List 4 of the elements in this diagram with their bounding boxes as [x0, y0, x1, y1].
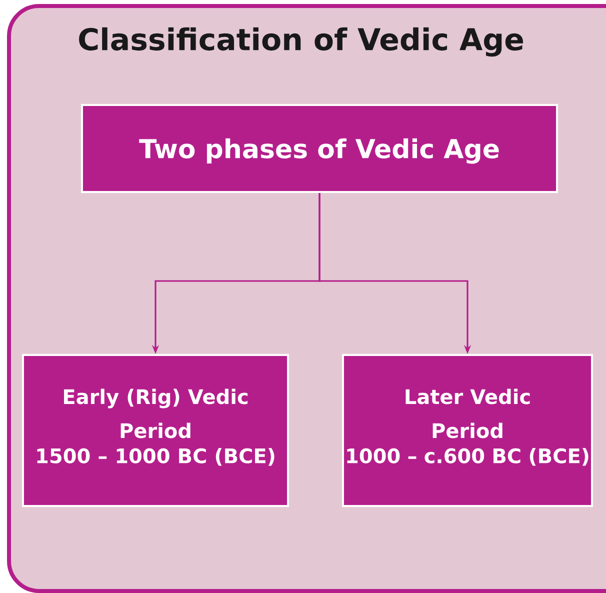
process-box: Two phases of Vedic Age	[81, 104, 558, 193]
process-box: Later Vedic Period 1000 – c.600 BC (BCE)	[342, 354, 593, 507]
title: Classification of Vedic Age	[79, 27, 524, 57]
process-box: Early (Rig) Vedic Period 1500 – 1000 BC (BCE)	[22, 354, 289, 507]
